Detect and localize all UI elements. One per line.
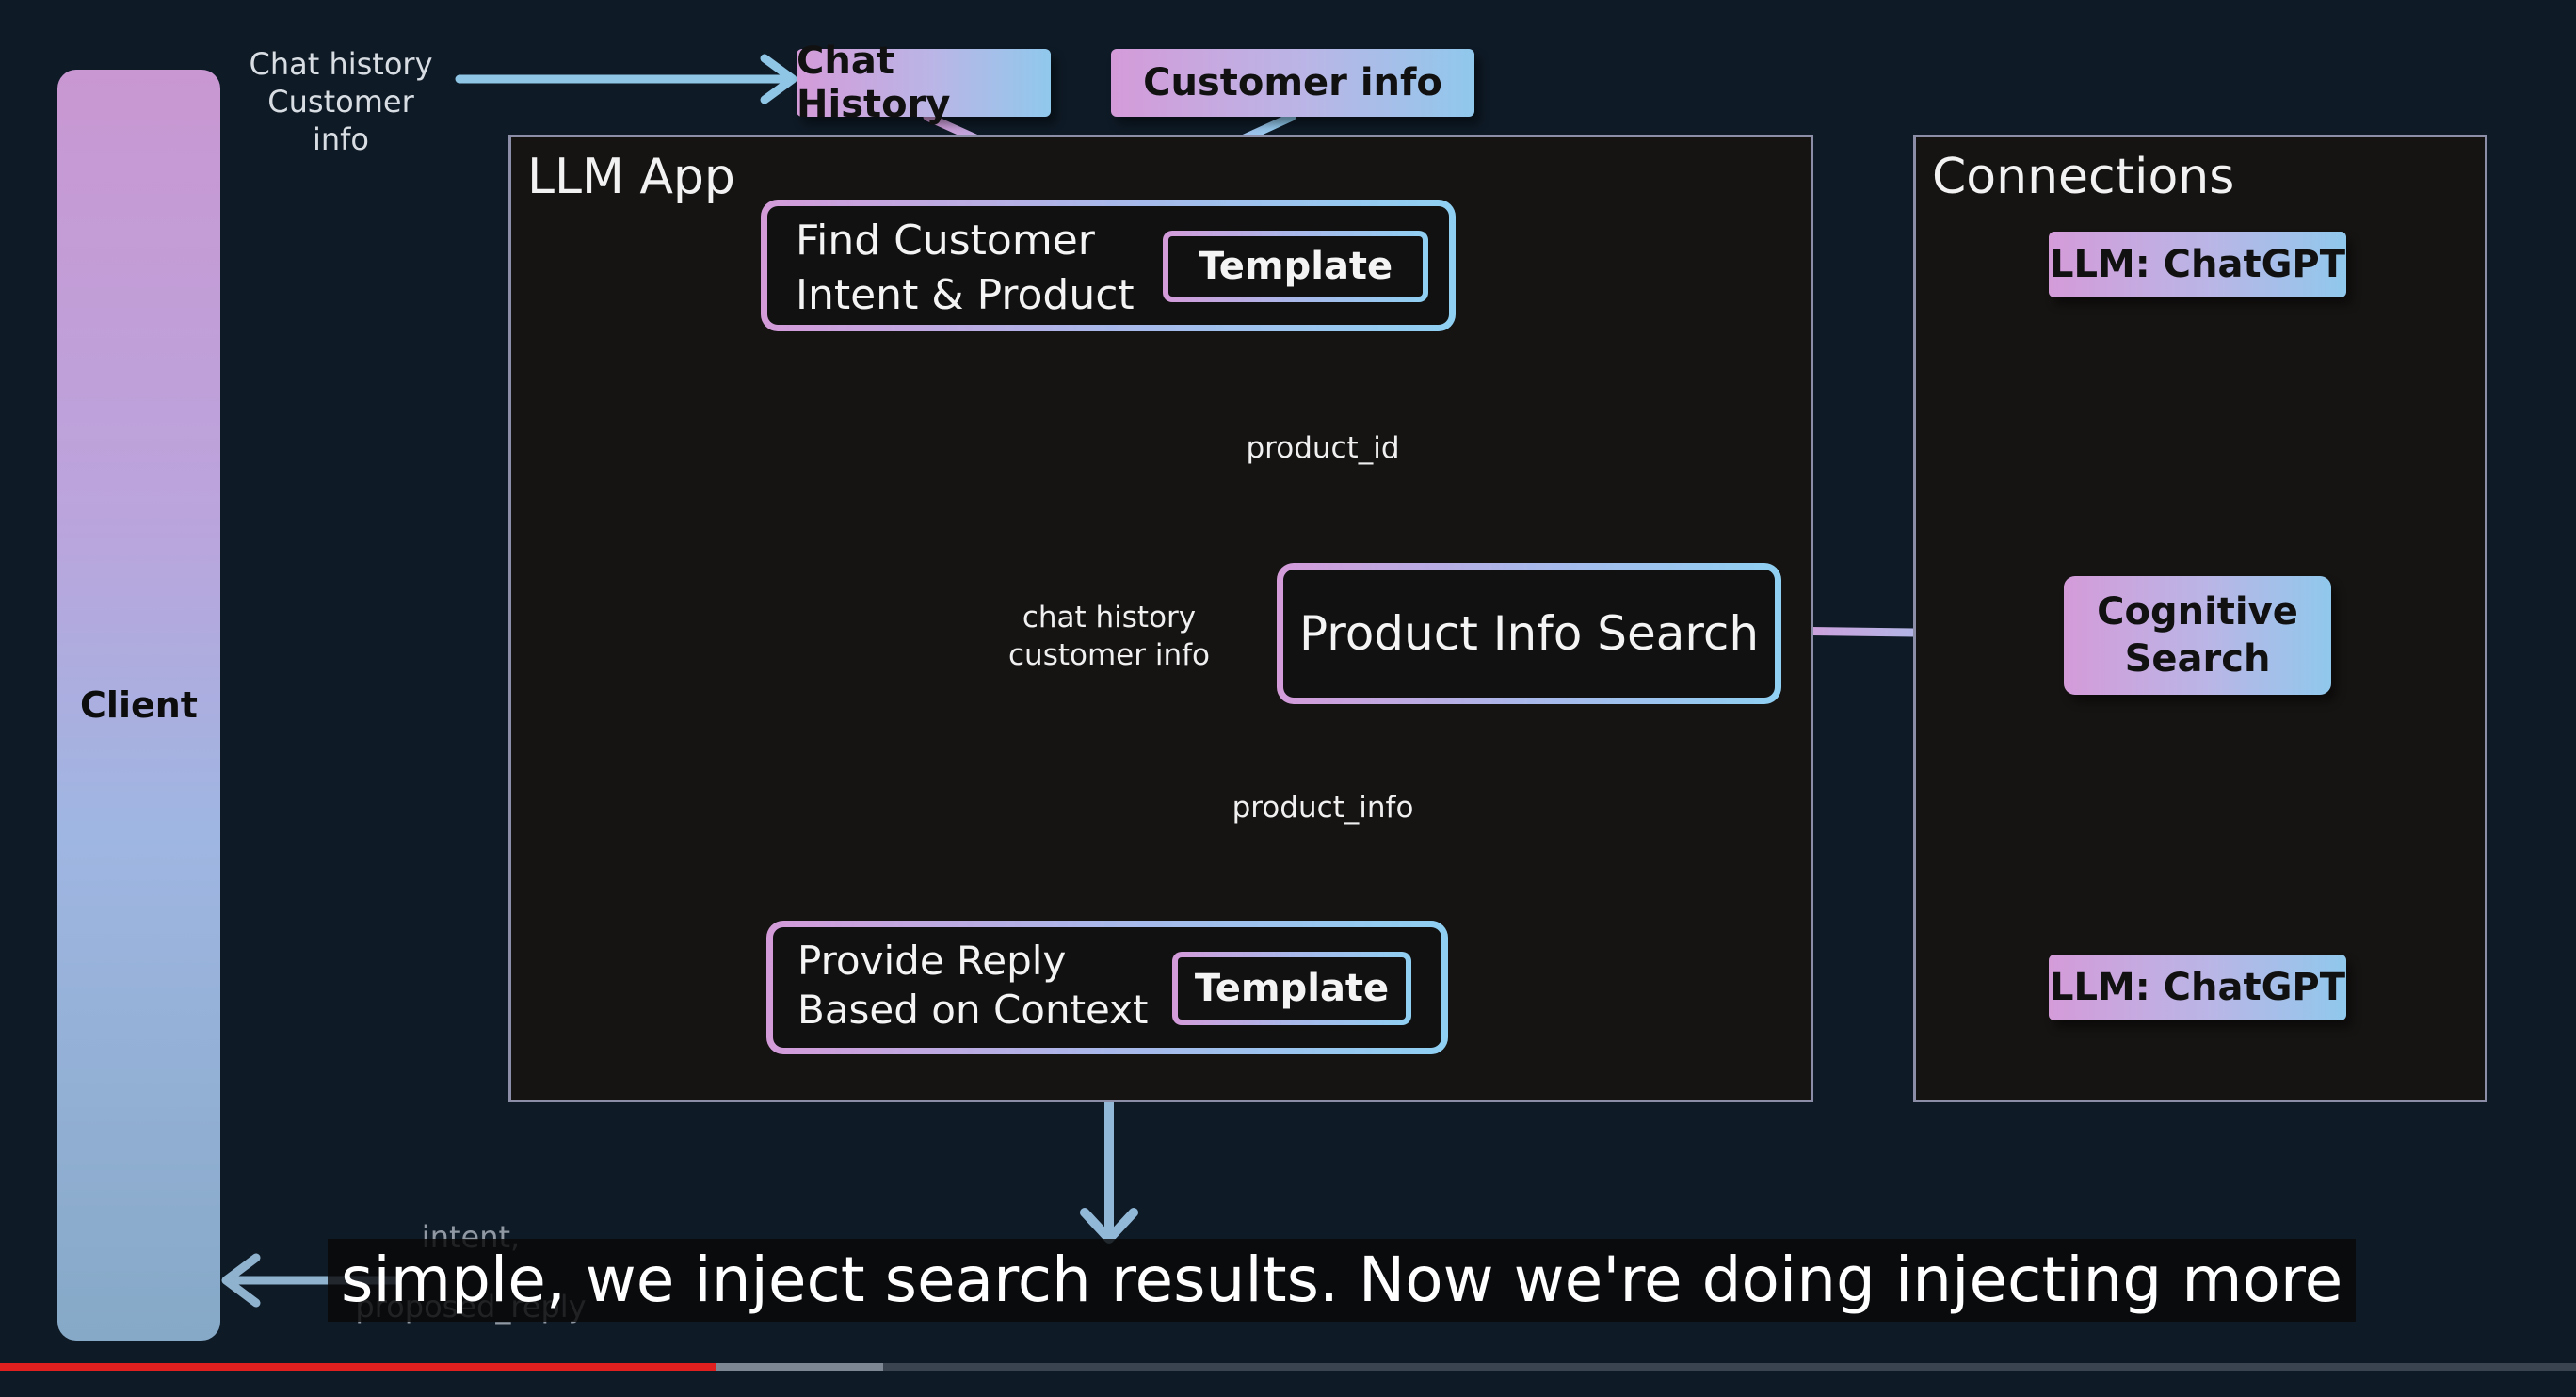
- provide-reply-template: Template: [1172, 952, 1411, 1025]
- provide-reply-template-label: Template: [1194, 967, 1390, 1010]
- provide-reply-line1: Provide Reply: [797, 938, 1067, 984]
- video-progress-played: [0, 1363, 716, 1371]
- input-labels: Chat history Customer info: [237, 45, 444, 158]
- edge-label-product-info: product_info: [1232, 791, 1414, 825]
- find-intent-line1: Find Customer: [796, 217, 1095, 265]
- edge-label-product-id: product_id: [1246, 431, 1400, 465]
- find-intent-template-label: Template: [1198, 245, 1393, 288]
- find-intent-template: Template: [1163, 231, 1428, 302]
- provide-reply-line2: Based on Context: [797, 987, 1149, 1033]
- video-progress-track[interactable]: [0, 1363, 2576, 1371]
- find-intent-text: Find Customer Intent & Product: [796, 214, 1135, 323]
- client-label: Client: [80, 684, 198, 726]
- edge-label-customer-info: customer info: [1008, 638, 1210, 672]
- customer-info-pill: Customer info: [1111, 49, 1474, 117]
- find-intent-node: Find Customer Intent & Product Template: [761, 200, 1456, 331]
- client-column: Client: [57, 70, 220, 1341]
- cognitive-search-line1: Cognitive: [2097, 590, 2298, 634]
- product-search-node: Product Info Search: [1277, 563, 1781, 704]
- find-intent-line2: Intent & Product: [796, 271, 1135, 319]
- chat-history-pill: Chat History: [797, 40, 1051, 126]
- customer-info-pill-label: Customer info: [1143, 61, 1442, 104]
- connections-title: Connections: [1932, 149, 2235, 205]
- llm-chatgpt-1: LLM: ChatGPT: [2049, 232, 2346, 297]
- video-caption: simple, we inject search results. Now we…: [328, 1239, 2357, 1322]
- input-arrow-head: [760, 54, 797, 104]
- cognitive-search: Cognitive Search: [2064, 576, 2331, 695]
- product-search-label: Product Info Search: [1298, 606, 1760, 661]
- llm-chatgpt-2-label: LLM: ChatGPT: [2049, 966, 2346, 1009]
- input-label-chat-history: Chat history: [249, 46, 433, 82]
- return-arrow-head: [221, 1253, 261, 1308]
- cognitive-search-line2: Search: [2124, 637, 2271, 681]
- provide-reply-text: Provide Reply Based on Context: [797, 937, 1148, 1035]
- llm-app-title: LLM App: [527, 149, 735, 205]
- edge-label-chat-history: chat history: [1022, 601, 1197, 634]
- provide-reply-node: Provide Reply Based on Context Template: [766, 921, 1448, 1054]
- edge-label-context: chat history customer info: [987, 599, 1232, 674]
- llm-chatgpt-1-label: LLM: ChatGPT: [2049, 243, 2346, 286]
- input-label-customer-info: Customer info: [267, 84, 414, 157]
- llm-chatgpt-2: LLM: ChatGPT: [2049, 955, 2346, 1020]
- chat-history-pill-label: Chat History: [797, 40, 951, 126]
